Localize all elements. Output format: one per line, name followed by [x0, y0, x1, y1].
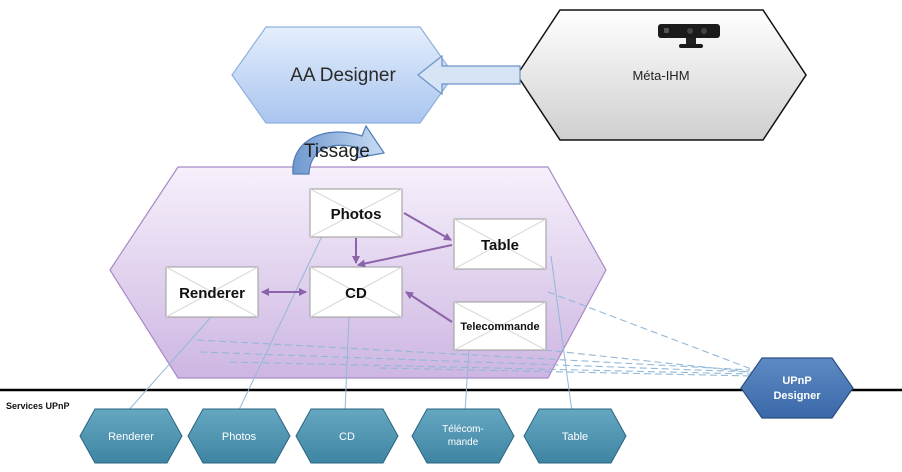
photos-box: Photos: [309, 188, 403, 238]
service-telecommande-label-line1: Télécom-: [442, 424, 484, 435]
service-telecommande: Télécom- mande: [411, 408, 515, 464]
cd-box-label: CD: [345, 285, 367, 302]
renderer-box: Renderer: [165, 266, 259, 318]
table-box-label: Table: [481, 237, 519, 254]
telecommande-box: Telecommande: [453, 301, 547, 351]
aa-designer-label: AA Designer: [290, 65, 396, 86]
cd-box: CD: [309, 266, 403, 318]
renderer-box-label: Renderer: [179, 285, 245, 302]
table-box: Table: [453, 218, 547, 270]
service-table: Table: [523, 408, 627, 464]
tissage-label: Tissage: [304, 141, 370, 162]
service-renderer-label: Renderer: [108, 431, 154, 443]
meta-ihm-label: Méta-IHM: [632, 68, 689, 83]
service-table-label: Table: [562, 431, 588, 443]
service-photos-label: Photos: [222, 431, 257, 443]
upnp-designer-label-line2: Designer: [773, 390, 821, 402]
tissage-arrow: [292, 124, 386, 175]
service-links: [126, 233, 573, 413]
photos-box-label: Photos: [331, 206, 382, 223]
service-photos: Photos: [187, 408, 291, 464]
upnp-designer-node: UPnP Designer: [740, 357, 854, 419]
telecommande-box-label: Telecommande: [460, 321, 539, 333]
service-cd: CD: [295, 408, 399, 464]
meta-ihm-node: Méta-IHM: [516, 9, 807, 141]
services-upnp-label: Services UPnP: [6, 401, 70, 411]
service-cd-label: CD: [339, 431, 355, 443]
kinect-sensor-icon: [658, 24, 720, 48]
upnp-designer-label-line1: UPnP: [782, 375, 811, 387]
service-telecommande-label-line2: mande: [448, 437, 479, 448]
meta-to-designer-arrow: [417, 54, 521, 96]
component-links: [261, 212, 453, 323]
upnp-designer-links: [196, 291, 755, 377]
service-renderer: Renderer: [79, 408, 183, 464]
